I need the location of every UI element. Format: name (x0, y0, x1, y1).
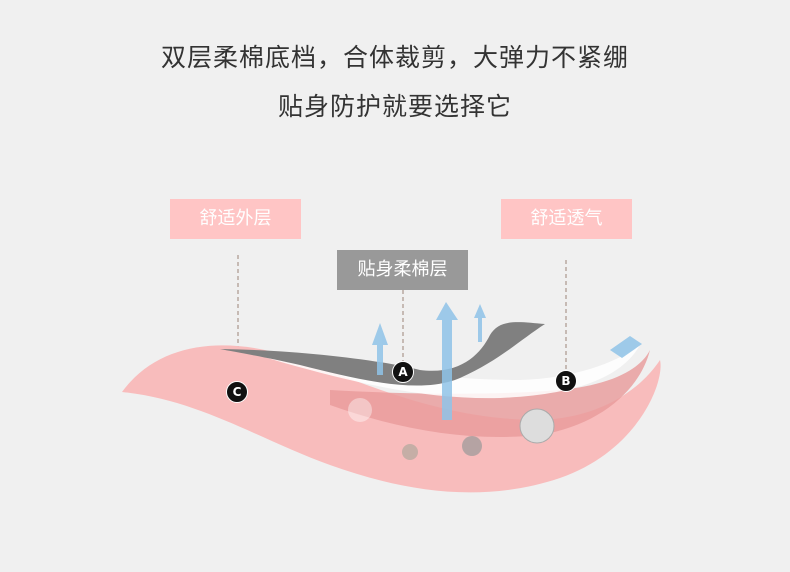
marker-a: A (392, 361, 414, 383)
inner-cotton-layer-shape (220, 322, 545, 386)
breathable-mesh-shape (240, 345, 640, 399)
label-outer-layer: 舒适外层 (170, 199, 301, 239)
bacteria-icon (519, 408, 555, 444)
headline-line-1: 双层柔棉底档，合体裁剪，大弹力不紧绷 (160, 43, 629, 72)
airflow-arrows (372, 302, 642, 420)
dust-mite-icon (402, 444, 418, 460)
germ-icon (462, 436, 482, 456)
particle-icon (348, 398, 372, 422)
label-breathable: 舒适透气 (501, 199, 632, 239)
marker-b: B (555, 370, 577, 392)
label-inner-cotton-layer: 贴身柔棉层 (337, 250, 468, 290)
marker-c: C (226, 381, 248, 403)
headline-line-2: 贴身防护就要选择它 (277, 92, 512, 121)
